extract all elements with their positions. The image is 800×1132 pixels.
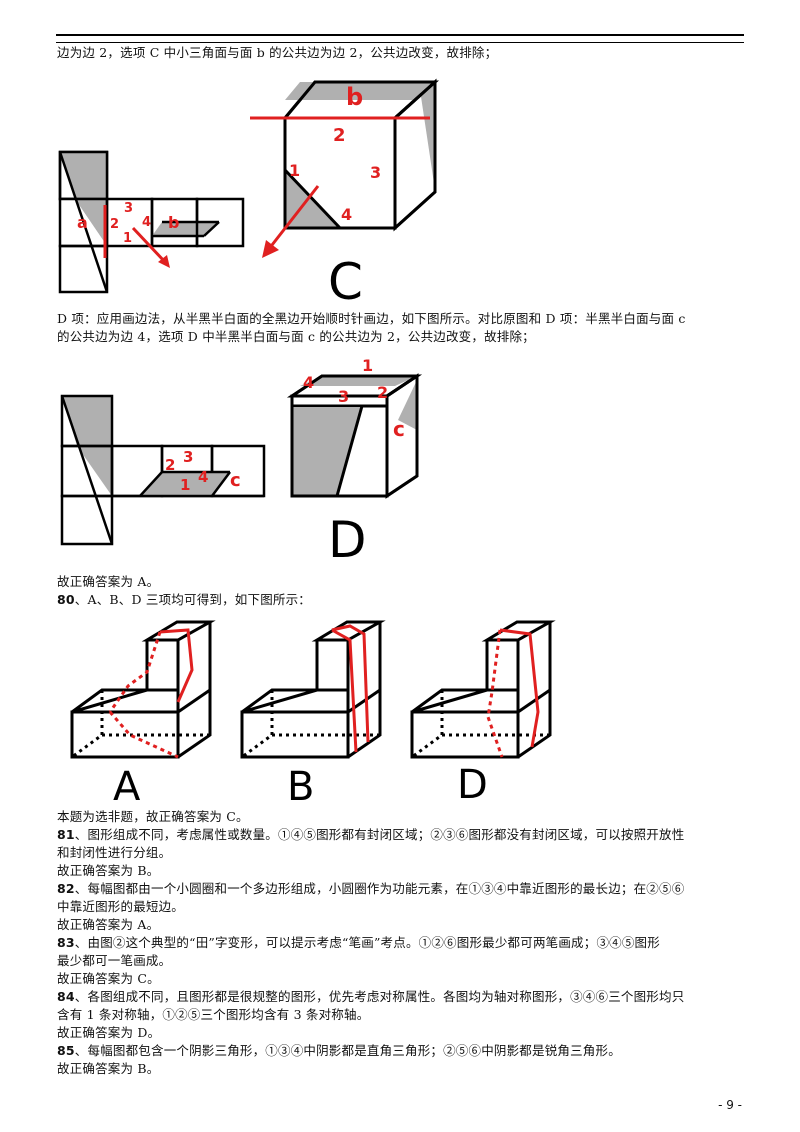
figure-80-b [240, 620, 386, 759]
line-13: 85、每幅图都包含一个阴影三角形，①③④中阴影都是直角三角形；②⑤⑥中阴影都是锐… [57, 1043, 621, 1058]
figure-c: a 2 3 4 1 b b 2 1 3 4 C [58, 78, 439, 311]
figure-d-net [60, 394, 266, 546]
net-d-label-3: 3 [183, 448, 193, 466]
q80-line: 80、A、B、D 三项均可得到，如下图所示： [57, 591, 747, 609]
line-14: 故正确答案为 B。 [57, 1061, 160, 1076]
figure-80: A B D [70, 620, 556, 810]
q80-number: 80 [57, 592, 75, 607]
cube-d-label-c: c [393, 417, 405, 441]
net-label-4: 4 [142, 215, 151, 230]
line-7: 83、由图②这个典型的“田”字变形，可以提示考虑“笔画”考点。①②⑥图形最少都可… [57, 935, 660, 950]
line-4: 82、每幅图都由一个小圆圈和一个多边形组成，小圆圈作为功能元素，在①③④中靠近图… [57, 881, 685, 896]
header-line: 边为边 2，选项 C 中小三角面与面 b 的公共边为边 2，公共边改变，故排除； [57, 45, 498, 60]
line-8: 最少都可一笔画成。 [57, 953, 172, 968]
cube-label-1: 1 [289, 161, 300, 180]
net-label-1: 1 [123, 231, 132, 246]
line-10: 84、各图组成不同，且图形都是很规整的图形，优先考虑对称属性。各图均为轴对称图形… [57, 989, 685, 1004]
figure-80-a [70, 620, 216, 759]
line-9: 故正确答案为 C。 [57, 971, 160, 986]
figure-c-cube [281, 78, 439, 232]
cube-label-b: b [346, 83, 363, 111]
figure-d-caption: D [328, 511, 367, 569]
figure-80-d [410, 620, 556, 759]
cube-d-label-2: 2 [377, 383, 388, 402]
figure-d-cube [287, 373, 422, 499]
net-d-label-c: c [230, 470, 241, 491]
cube-d-label-4: 4 [303, 373, 314, 392]
cube-d-label-3: 3 [338, 387, 349, 406]
net-label-3: 3 [124, 201, 133, 216]
line-11: 含有 1 条对称轴，①②⑤三个图形均含有 3 条对称轴。 [57, 1007, 370, 1022]
para-d-line-1: D 项：应用画边法，从半黑半白面的全黑边开始顺时针画边，如下图所示。对比原图和 … [57, 311, 686, 326]
line-12: 故正确答案为 D。 [57, 1025, 161, 1040]
line-3: 故正确答案为 B。 [57, 863, 160, 878]
header-rule [56, 34, 744, 43]
cube-label-3: 3 [370, 163, 381, 182]
figure-80-caption-d: D [457, 762, 488, 808]
figure-c-net [58, 150, 245, 294]
line-5: 中靠近图形的最短边。 [57, 899, 185, 914]
line-1: 81、图形组成不同，考虑属性或数量。①④⑤图形都有封闭区域；②③⑥图形都没有封闭… [57, 827, 685, 842]
line-0: 本题为选非题，故正确答案为 C。 [57, 809, 249, 824]
answer-79: 故正确答案为 A。 [57, 574, 160, 589]
net-d-label-2: 2 [165, 456, 175, 474]
figure-80-caption-a: A [113, 764, 141, 810]
net-label-2: 2 [110, 217, 119, 232]
cube-d-label-1: 1 [362, 356, 373, 375]
figure-80-caption-b: B [287, 764, 314, 810]
q80-text: 、A、B、D 三项均可得到，如下图所示： [74, 592, 312, 607]
cube-label-4: 4 [341, 205, 352, 224]
net-d-label-1: 1 [180, 476, 190, 494]
page-number: - 9 - [718, 1098, 742, 1112]
figure-d: 2 3 1 4 c 1 4 3 2 c D [60, 356, 422, 569]
net-label-a: a [77, 213, 88, 232]
figure-c-caption: C [328, 253, 363, 311]
net-label-b: b [168, 213, 179, 232]
line-6: 故正确答案为 A。 [57, 917, 160, 932]
cube-label-2: 2 [333, 125, 346, 146]
net-d-label-4: 4 [198, 468, 208, 486]
line-2: 和封闭性进行分组。 [57, 845, 172, 860]
para-d-line-2: 的公共边为边 4，选项 D 中半黑半白面与面 c 的公共边为 2，公共边改变，故… [57, 329, 535, 344]
